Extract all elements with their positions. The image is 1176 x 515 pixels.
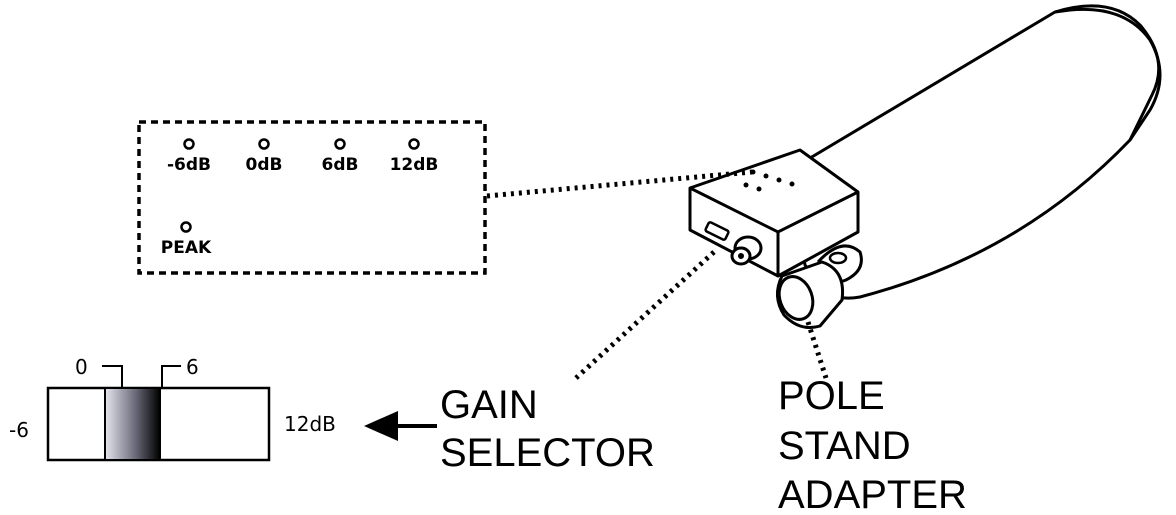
antenna-paddle-edge (1054, 7, 1162, 141)
led-panel-frame (137, 120, 487, 275)
led-label-6: 6dB (322, 155, 359, 175)
antenna-paddle (788, 4, 1161, 300)
gain-switch (46, 365, 271, 462)
preamp-box (688, 148, 860, 278)
led-label-12: 12dB (390, 155, 439, 175)
callout-pole-line3: ADAPTER (778, 473, 967, 515)
led-12-circle (408, 138, 420, 150)
leader-gain-selector (574, 250, 716, 380)
marker-6-bracket (161, 365, 181, 388)
callout-pole-line2: STAND (778, 424, 911, 468)
led-label-0: 0dB (246, 155, 283, 175)
led-minus6-circle (183, 138, 195, 150)
marker-0-bracket (102, 365, 123, 388)
box-connector (730, 235, 763, 266)
callout-gain-line2: SELECTOR (440, 431, 655, 475)
switch-label-top-left: 0 (75, 355, 88, 379)
led-0-circle (258, 138, 270, 150)
switch-label-right: 12dB (284, 412, 336, 436)
led-peak-circle (180, 221, 192, 233)
gain-switch-slider (104, 387, 161, 461)
box-led-dots (743, 169, 795, 192)
callout-gain-line1: GAIN (440, 383, 538, 427)
box-switch-slot (704, 221, 730, 241)
callout-pole-line1: POLE (778, 374, 885, 418)
led-indicators (180, 138, 420, 233)
leader-pole-stand (805, 321, 829, 379)
led-label-peak: PEAK (161, 238, 212, 258)
pole-stand-adapter (776, 244, 863, 330)
led-6-circle (334, 138, 346, 150)
switch-label-left: -6 (9, 418, 29, 442)
led-label-minus6: -6dB (167, 155, 211, 175)
switch-label-top-right: 6 (186, 355, 199, 379)
arrow-left-icon (364, 411, 437, 441)
